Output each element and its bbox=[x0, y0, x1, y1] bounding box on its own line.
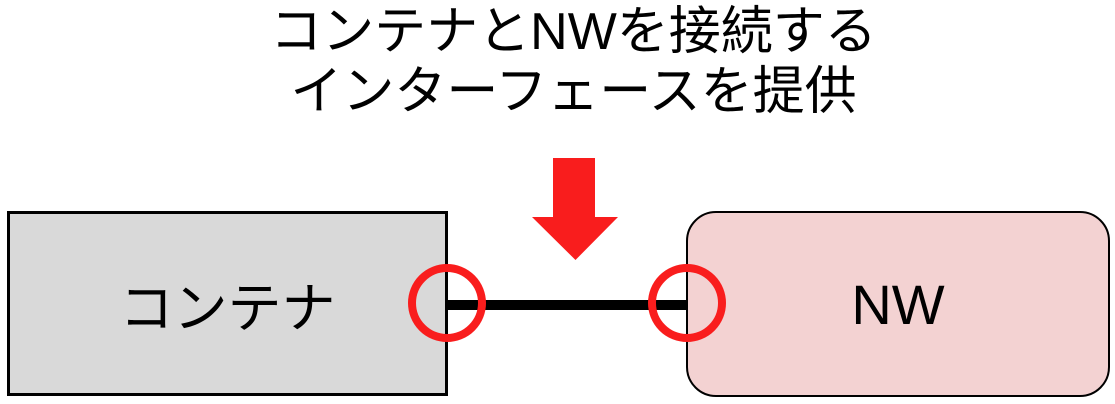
container-box-label: コンテナ bbox=[119, 279, 336, 339]
network-box: NW bbox=[686, 211, 1110, 397]
connection-line bbox=[448, 300, 686, 310]
connection-point-circle-left bbox=[408, 264, 486, 342]
title-line-1: コンテナとNWを接続する bbox=[270, 3, 877, 61]
connection-point-circle-right bbox=[648, 264, 726, 342]
container-box: コンテナ bbox=[7, 211, 448, 396]
title-line-2: インターフェースを提供 bbox=[290, 63, 857, 121]
network-box-label: NW bbox=[851, 272, 945, 336]
arrow-down-icon bbox=[532, 158, 618, 260]
diagram-title: コンテナとNWを接続する インターフェースを提供 bbox=[32, 2, 1115, 122]
